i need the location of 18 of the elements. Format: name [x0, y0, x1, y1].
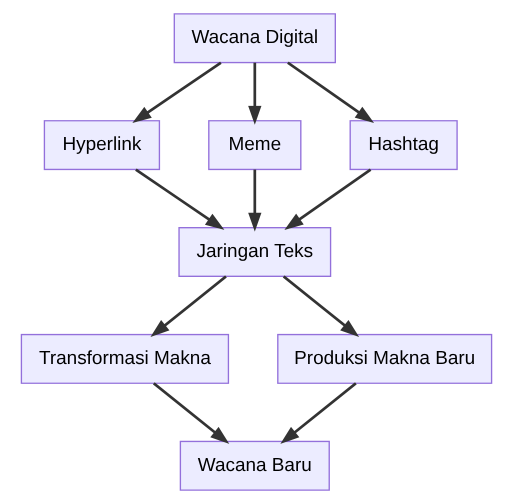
node-box: Wacana Baru — [179, 440, 330, 491]
arrow — [280, 382, 356, 444]
arrow — [152, 382, 229, 444]
arrow — [282, 275, 359, 338]
arrow — [132, 62, 222, 124]
node-box: Produksi Makna Baru — [276, 334, 492, 384]
node-box: Wacana Digital — [173, 13, 336, 64]
arrow — [134, 168, 224, 230]
node-box: Jaringan Teks — [178, 226, 331, 278]
arrow — [284, 168, 371, 230]
node-box: Hashtag — [349, 120, 458, 170]
arrow — [150, 275, 226, 338]
node-box: Meme — [208, 120, 301, 170]
arrow — [248, 62, 261, 125]
arrow — [286, 62, 374, 124]
node-box: Transformasi Makna — [20, 334, 229, 384]
node-box: Hyperlink — [43, 120, 160, 170]
arrow — [248, 170, 261, 232]
